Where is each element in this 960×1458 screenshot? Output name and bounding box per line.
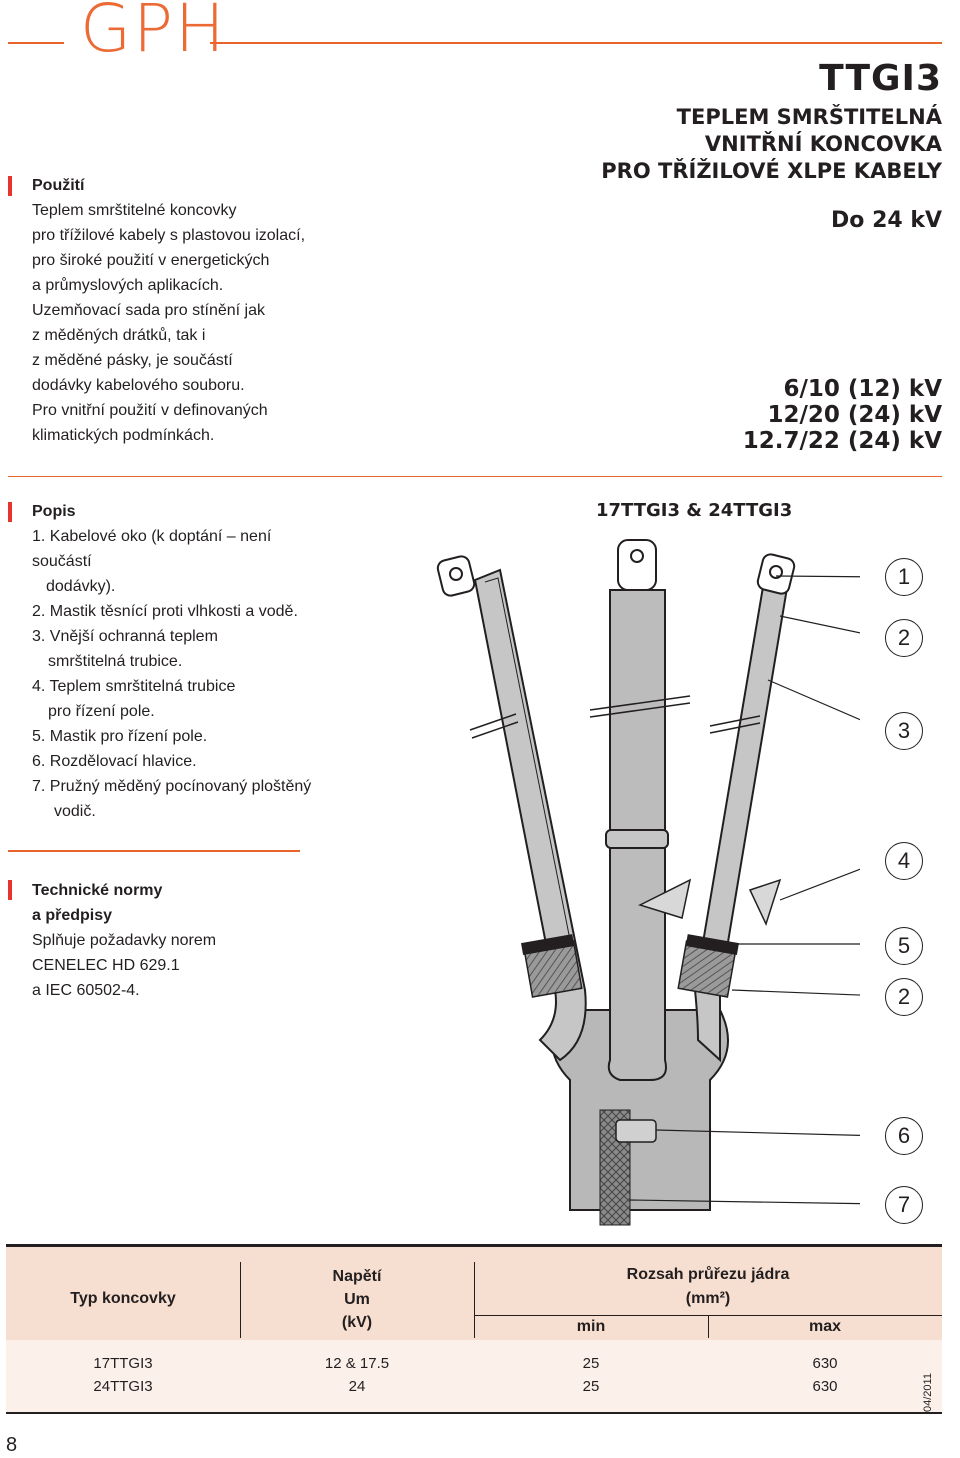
table-subheader-rule (474, 1315, 942, 1316)
product-code: TTGI3 (819, 58, 942, 99)
usage-text: Teplem smrštitelné koncovky pro třížilov… (32, 202, 306, 444)
table-divider-3 (708, 1316, 709, 1338)
date-code: 04/2011 (922, 1373, 934, 1412)
callout-5: 5 (885, 927, 923, 965)
voltage-rating: Do 24 kV (831, 208, 942, 233)
description-title: Popis (32, 503, 76, 520)
cell-type: 17TTGI3 (93, 1355, 153, 1372)
callout-6: 6 (885, 1117, 923, 1155)
cell-voltage: 12 & 17.5 (324, 1355, 390, 1372)
right-lug (756, 553, 796, 595)
brand-logo: GPH (80, 0, 227, 67)
th-min: min (576, 1318, 606, 1335)
usage-marker (8, 176, 12, 196)
table-divider-2 (474, 1262, 475, 1338)
termination-diagram (436, 539, 860, 1226)
section-divider (8, 476, 942, 477)
right-leg (693, 573, 790, 1063)
page-number: 8 (6, 1434, 18, 1456)
usage-section: Použití Teplem smrštitelné koncovky pro … (32, 174, 322, 448)
left-spreader (637, 878, 692, 919)
header-rule-left (8, 42, 64, 44)
standards-title: Technické normy a předpisy (32, 882, 163, 924)
callout-7: 7 (885, 1186, 923, 1224)
left-lug (436, 555, 476, 597)
cell-voltage: 24 (348, 1378, 366, 1395)
th-range: Rozsah průřezu jádra (626, 1266, 790, 1283)
standards-rule (8, 850, 300, 852)
usage-title: Použití (32, 177, 85, 194)
product-subtitle: TEPLEM SMRŠTITELNÁ VNITŘNÍ KONCOVKA PRO … (601, 105, 942, 183)
th-range-unit: (mm²) (685, 1290, 731, 1307)
description-marker (8, 502, 12, 522)
cell-max: 630 (812, 1355, 838, 1372)
callout-4: 4 (885, 842, 923, 880)
table-body (6, 1340, 942, 1414)
callout-2b: 2 (885, 978, 923, 1016)
th-voltage: Napětí Um (kV) (332, 1268, 382, 1331)
th-type: Typ koncovky (70, 1290, 176, 1307)
center-ring (605, 829, 669, 849)
voltage-list: 6/10 (12) kV 12/20 (24) kV 12.7/22 (24) … (742, 376, 942, 454)
cell-type: 24TTGI3 (93, 1378, 153, 1395)
breakout-ring (615, 1119, 657, 1143)
diagram-label: 17TTGI3 & 24TTGI3 (596, 500, 793, 521)
description-section: Popis 1. Kabelové oko (k doptání – není … (32, 500, 332, 824)
th-max: max (808, 1318, 842, 1335)
standards-section: Technické normy a předpisy Splňuje požad… (32, 878, 322, 1003)
right-spreader (748, 878, 782, 927)
cell-min: 25 (582, 1378, 600, 1395)
description-list: 1. Kabelové oko (k doptání – není součás… (32, 528, 312, 820)
standards-text: Splňuje požadavky norem CENELEC HD 629.1… (32, 932, 217, 999)
center-lug (617, 539, 657, 591)
cell-max: 630 (812, 1378, 838, 1395)
callout-2: 2 (885, 619, 923, 657)
callout-3: 3 (885, 712, 923, 750)
standards-marker (8, 880, 12, 900)
callout-1: 1 (885, 558, 923, 596)
header-rule-right (210, 42, 942, 44)
cell-min: 25 (582, 1355, 600, 1372)
table-divider-1 (240, 1262, 241, 1338)
